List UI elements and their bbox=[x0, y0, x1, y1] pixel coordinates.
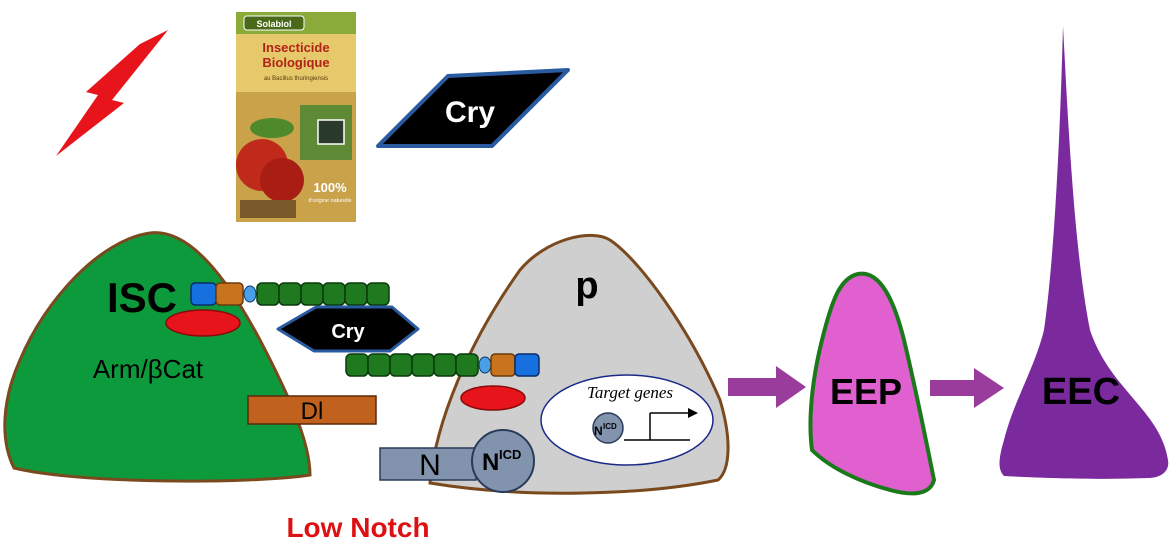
product-subtitle: au Bacillus thuringiensis bbox=[264, 76, 328, 82]
eep-label: EEP bbox=[830, 371, 902, 412]
product-badge: 100% bbox=[313, 180, 347, 195]
nicd-circle bbox=[471, 429, 535, 493]
isc-red-receptor-base bbox=[165, 309, 241, 337]
nucleus-nicd-main: N bbox=[594, 424, 603, 438]
notch-receptor-bar bbox=[379, 447, 477, 481]
low-notch-label: Low Notch bbox=[286, 512, 429, 543]
cry-toxin-middle: Cry bbox=[276, 305, 420, 353]
eec-cell bbox=[999, 26, 1169, 479]
product-title-line2: Biologique bbox=[262, 55, 329, 70]
nicd-sup-label: ICD bbox=[499, 447, 521, 462]
nucleus-nicd-sup: ICD bbox=[603, 422, 617, 431]
cry-toxin-top: Cry bbox=[376, 68, 570, 148]
cry-top-label: Cry bbox=[445, 96, 495, 129]
arrow-p-to-eep bbox=[728, 366, 806, 408]
insecticide-product-box: Solabiol Insecticide Biologique au Bacil… bbox=[236, 12, 356, 222]
eep-cell bbox=[808, 271, 937, 496]
eec-label: EEC bbox=[1042, 371, 1120, 413]
nucleus-nicd-circle bbox=[592, 412, 624, 444]
product-badge-sub: d'origine naturelle bbox=[308, 198, 351, 204]
arrow-eep-to-eec bbox=[930, 368, 1004, 408]
lightning-bolt-icon bbox=[56, 30, 168, 156]
target-genes-label: Target genes bbox=[587, 383, 673, 402]
gene-promoter-arrow bbox=[624, 408, 698, 441]
nucleus bbox=[540, 374, 714, 466]
progenitor-red-receptor-base bbox=[460, 385, 526, 411]
delta-ligand-bar bbox=[247, 395, 377, 425]
progenitor-label: p bbox=[575, 265, 598, 307]
progenitor-receptor-chain bbox=[345, 353, 540, 377]
notch-label: N bbox=[419, 449, 441, 482]
dl-label: Dl bbox=[301, 398, 324, 425]
nicd-main-label: N bbox=[482, 449, 499, 476]
cry-middle-label: Cry bbox=[331, 321, 365, 343]
product-brand: Solabiol bbox=[256, 19, 291, 29]
product-title-line1: Insecticide bbox=[262, 40, 329, 55]
isc-receptor-chain bbox=[190, 282, 390, 306]
isc-label: ISC bbox=[107, 274, 177, 321]
arm-bcat-label: Arm/βCat bbox=[93, 354, 204, 384]
